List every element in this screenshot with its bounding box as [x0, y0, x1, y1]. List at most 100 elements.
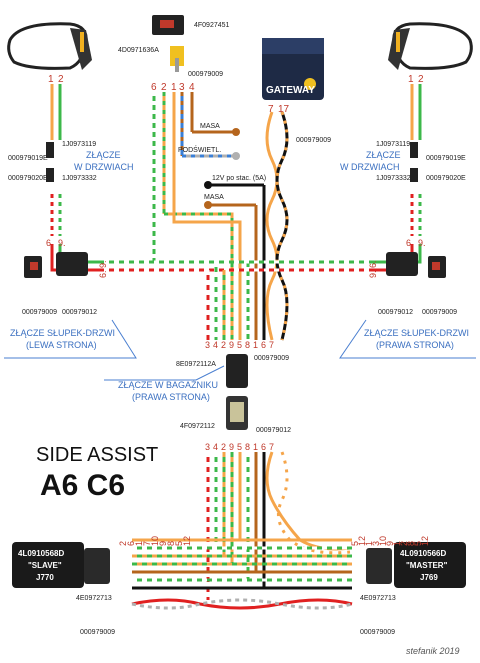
master-name: "MASTER": [406, 561, 448, 570]
trunk-bottom-pin-8: 7: [269, 442, 274, 452]
trunk-top-pin-1: 4: [213, 340, 218, 350]
door-connector-left: [46, 142, 54, 158]
gateway-pin-code: 000979009: [296, 137, 331, 144]
master-side-pin-3: 3: [371, 541, 381, 546]
door-left-code-d: 1J0973332: [62, 175, 97, 182]
pillar-left-pin-9: 9.: [98, 260, 108, 268]
trunk-bottom-pin-5: 8: [245, 442, 250, 452]
title-line-1: SIDE ASSIST: [36, 444, 158, 466]
slave-pin: 000979009: [80, 629, 115, 636]
top-conn-pin-1: 1: [171, 82, 177, 93]
trunk-top-pin-7: 6: [261, 340, 266, 350]
title-line-2: A6 C6: [40, 469, 125, 502]
pillar-right-label-1: ZŁĄCZE SŁUPEK-DRZWI: [364, 328, 469, 338]
slave-side-pin-1: 6: [126, 541, 136, 546]
slave-side-pin-6: 8: [166, 541, 176, 546]
pillar-right-pin-9: 9.: [368, 270, 378, 278]
slave-side-pin-3: 7: [142, 541, 152, 546]
lower-harness: [206, 451, 351, 600]
master-side-pin-9: 5: [413, 541, 423, 546]
trunk-top-pin-0: 3: [205, 340, 210, 350]
pillar-left-label-2: (LEWA STRONA): [26, 340, 97, 350]
slave-side-pin-2: 1: [134, 541, 144, 546]
pillar-right-pin-b: 000979009: [422, 309, 457, 316]
door-connector-right: [410, 142, 418, 158]
door-right-label-2: W DRZWIACH: [340, 162, 400, 172]
pillar-left-pin-a: 000979009: [22, 309, 57, 316]
door-left-code-c: 000979020E: [8, 175, 48, 182]
label-masa-2: MASA: [204, 194, 224, 201]
trunk-top-pin-4: 5: [237, 340, 242, 350]
trunk-connector-top-icon: [226, 354, 248, 388]
pillar-right-pin-a: 000979012: [378, 309, 413, 316]
slave-name: "SLAVE": [28, 561, 62, 570]
pillar-right-label-2: (PRAWA STRONA): [376, 340, 454, 350]
top-connector-code: 4F0927451: [194, 22, 230, 29]
top-connector-alt: 4D0971636A: [118, 47, 159, 54]
label-masa-1: MASA: [200, 123, 220, 130]
pillar-right-pin-6: 6.: [368, 260, 378, 268]
door-right-code-d: 000979020E: [426, 175, 466, 182]
trunk-pin-bottom: 000979012: [256, 427, 291, 434]
trunk-pin-top: 000979009: [254, 355, 289, 362]
master-side-pin-2: 1: [364, 541, 374, 546]
master-conn: 4E0972713: [360, 595, 396, 602]
trunk-top-pin-2: 2: [221, 340, 226, 350]
door-right-code-b: 000979019E: [426, 155, 466, 162]
top-conn-pin-3: 3: [179, 82, 185, 93]
trunk-label-2: (PRAWA STRONA): [132, 392, 210, 402]
trunk-bottom-pin-0: 3: [205, 442, 210, 452]
master-side-pin-10: 12: [420, 536, 430, 546]
module-bus: [131, 538, 353, 610]
trunk-code-top: 8E0972112A: [176, 361, 216, 368]
door-left-bottom-6: 6.: [46, 238, 54, 248]
signature: stefanik 2019: [406, 646, 460, 656]
master-side-pin-6: 1: [392, 541, 402, 546]
door-right-bottom-9: 9.: [418, 238, 426, 248]
label-podswietl: PODŚWIETL.: [178, 145, 221, 154]
master-id: J769: [420, 573, 438, 582]
top-connector-icon: [152, 15, 184, 72]
top-conn-pin-2: 2: [161, 82, 167, 93]
mirror-left-pin-2: 2: [58, 74, 64, 85]
door-left-label-1: ZŁĄCZE: [86, 150, 121, 160]
trunk-top-pin-5: 8: [245, 340, 250, 350]
pillar-connector-left-icon: [24, 252, 88, 278]
gateway-pin-7: 7: [268, 104, 274, 115]
mirror-right-icon: [388, 22, 473, 70]
gateway-module-icon: [262, 38, 324, 100]
slave-side-pin-7: 5: [174, 541, 184, 546]
master-module-icon: [366, 542, 466, 588]
master-side-pin-8: 8: [406, 541, 416, 546]
mirror-right-pin-2: 2: [418, 74, 424, 85]
door-right-bottom-6: 6.: [406, 238, 414, 248]
trunk-code-bottom: 4F0972112: [180, 423, 215, 430]
trunk-label-1: ZŁĄCZE W BAGAŻNIKU: [118, 380, 218, 390]
mirror-right-pin-1: 1: [408, 74, 414, 85]
trunk-bottom-pin-3: 9: [229, 442, 234, 452]
gateway-label: GATEWAY: [266, 85, 315, 96]
master-pin: 000979009: [360, 629, 395, 636]
top-conn-pin-6: 6: [151, 82, 157, 93]
trunk-bottom-pin-2: 2: [221, 442, 226, 452]
master-side-pin-7: 2: [399, 541, 409, 546]
pillar-left-pin-b: 000979012: [62, 309, 97, 316]
top-conn-pin-4: 4: [189, 82, 195, 93]
top-pin-code: 000979009: [188, 71, 223, 78]
trunk-top-pin-6: 1: [253, 340, 258, 350]
door-right-code-a: 1J0973119: [376, 141, 410, 148]
door-left-bottom-9: 9.: [58, 238, 66, 248]
gateway-pin-17: 17: [278, 104, 290, 115]
door-right-code-c: 1J0973332: [376, 175, 411, 182]
trunk-top-pin-3: 9: [229, 340, 234, 350]
trunk-bottom-pin-4: 5: [237, 442, 242, 452]
slave-side-pin-8: 12: [182, 536, 192, 546]
door-left-label-2: W DRZWIACH: [74, 162, 134, 172]
pillar-connector-right-icon: [386, 252, 446, 278]
slave-id: J770: [36, 573, 54, 582]
